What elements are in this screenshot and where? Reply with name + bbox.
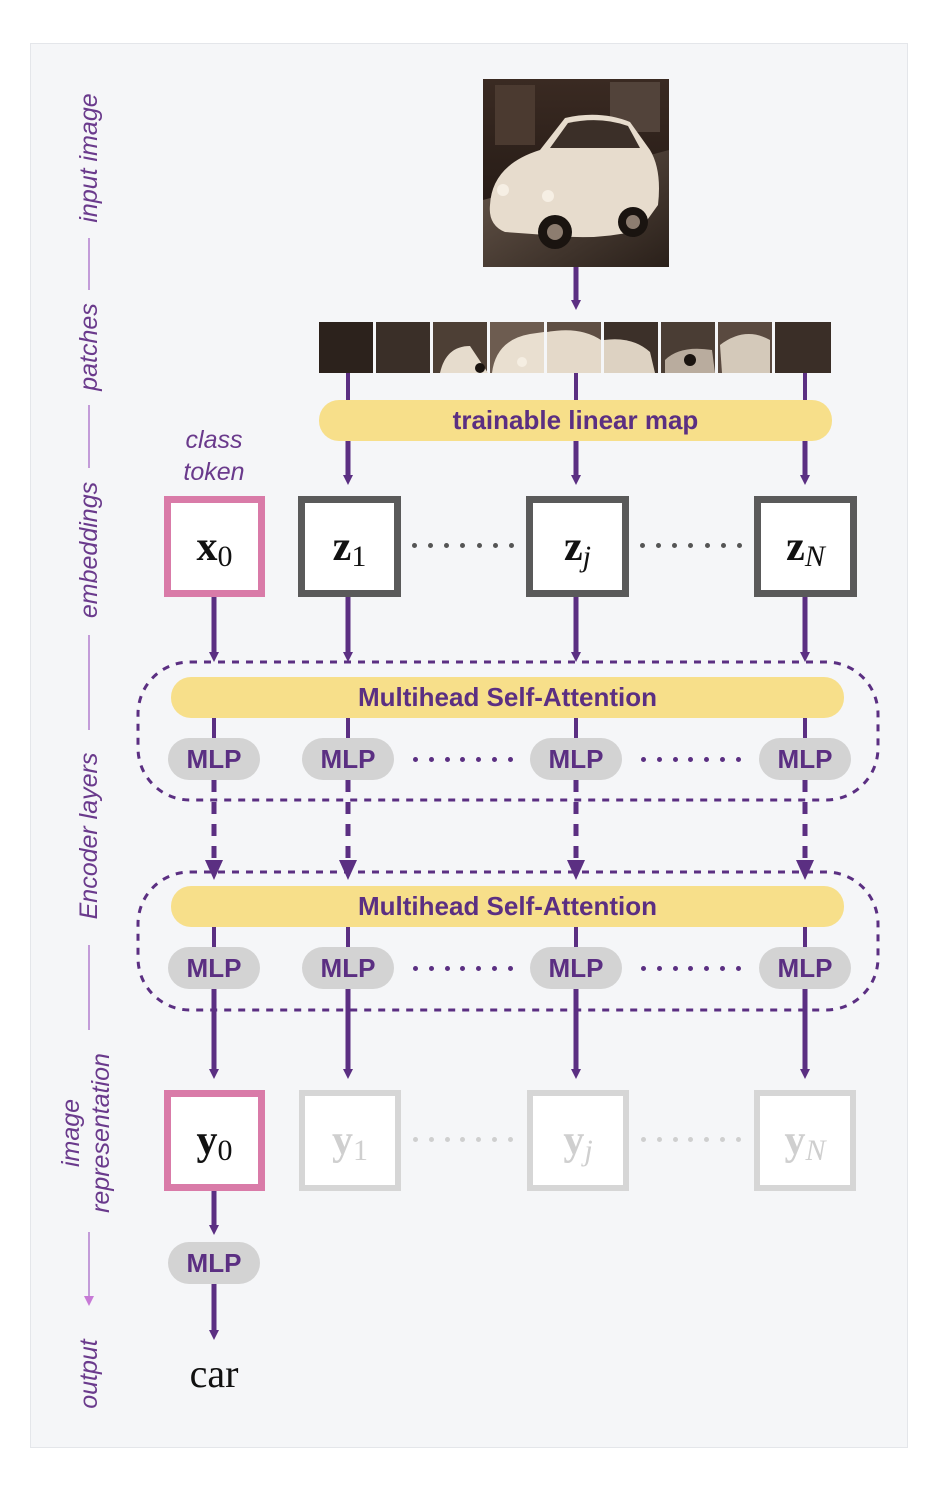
ellipsis-dots xyxy=(641,1137,741,1143)
multihead-self-attention-2: Multihead Self-Attention xyxy=(171,886,844,927)
embedding-symbol: x xyxy=(196,523,218,570)
ellipsis-dots xyxy=(412,543,514,549)
stage-label-image-representation: image representation xyxy=(56,1053,116,1213)
stage-label-representation-line: representation xyxy=(87,1053,115,1213)
representation-subscript: 0 xyxy=(217,1133,233,1167)
ellipsis-dots xyxy=(640,543,742,549)
representation-symbol: y xyxy=(196,1117,218,1164)
stage-label-encoder-layers: Encoder layers xyxy=(75,752,103,920)
classification-mlp: MLP xyxy=(168,1242,260,1284)
stage-label-output: output xyxy=(75,1339,103,1409)
mlp-block: MLP xyxy=(530,738,622,780)
mlp-block: MLP xyxy=(168,947,260,989)
mlp-block: MLP xyxy=(759,738,851,780)
stage-label-embeddings: embeddings xyxy=(75,481,103,619)
representation-subscript: N xyxy=(805,1133,826,1167)
stage-label-input-image: input image xyxy=(75,93,103,223)
embedding-subscript: 1 xyxy=(351,539,367,573)
mlp-block: MLP xyxy=(759,947,851,989)
representation-symbol: y xyxy=(563,1117,585,1164)
embedding-symbol: z xyxy=(332,523,352,570)
stage-label-image-line: image xyxy=(57,1098,85,1168)
embedding-symbol: z xyxy=(564,523,583,570)
multihead-self-attention-1: Multihead Self-Attention xyxy=(171,677,844,718)
ellipsis-dots xyxy=(413,757,513,763)
ellipsis-dots xyxy=(413,1137,513,1143)
ellipsis-dots xyxy=(413,966,513,972)
output-label: car xyxy=(189,1351,239,1396)
mlp-block: MLP xyxy=(302,738,394,780)
embedding-subscript: j xyxy=(582,539,591,573)
stage-label-patches: patches xyxy=(75,303,103,391)
class-token-line-1: class xyxy=(185,426,243,454)
embedding-subscript: N xyxy=(804,539,825,573)
representation-subscript: j xyxy=(584,1133,593,1167)
mlp-block: MLP xyxy=(302,947,394,989)
class-token-label: class token xyxy=(166,424,262,488)
representation-subscript: 1 xyxy=(353,1133,368,1167)
representation-symbol: y xyxy=(784,1117,806,1164)
ellipsis-dots xyxy=(641,966,741,972)
mlp-block: MLP xyxy=(530,947,622,989)
representation-symbol: y xyxy=(332,1117,353,1164)
embedding-symbol: z xyxy=(786,523,805,570)
trainable-linear-map: trainable linear map xyxy=(319,400,832,441)
mlp-block: MLP xyxy=(168,738,260,780)
input-image xyxy=(483,79,669,267)
ellipsis-dots xyxy=(641,757,741,763)
class-token-line-2: token xyxy=(183,458,245,486)
patches-strip xyxy=(319,322,831,373)
embedding-subscript: 0 xyxy=(217,539,233,573)
